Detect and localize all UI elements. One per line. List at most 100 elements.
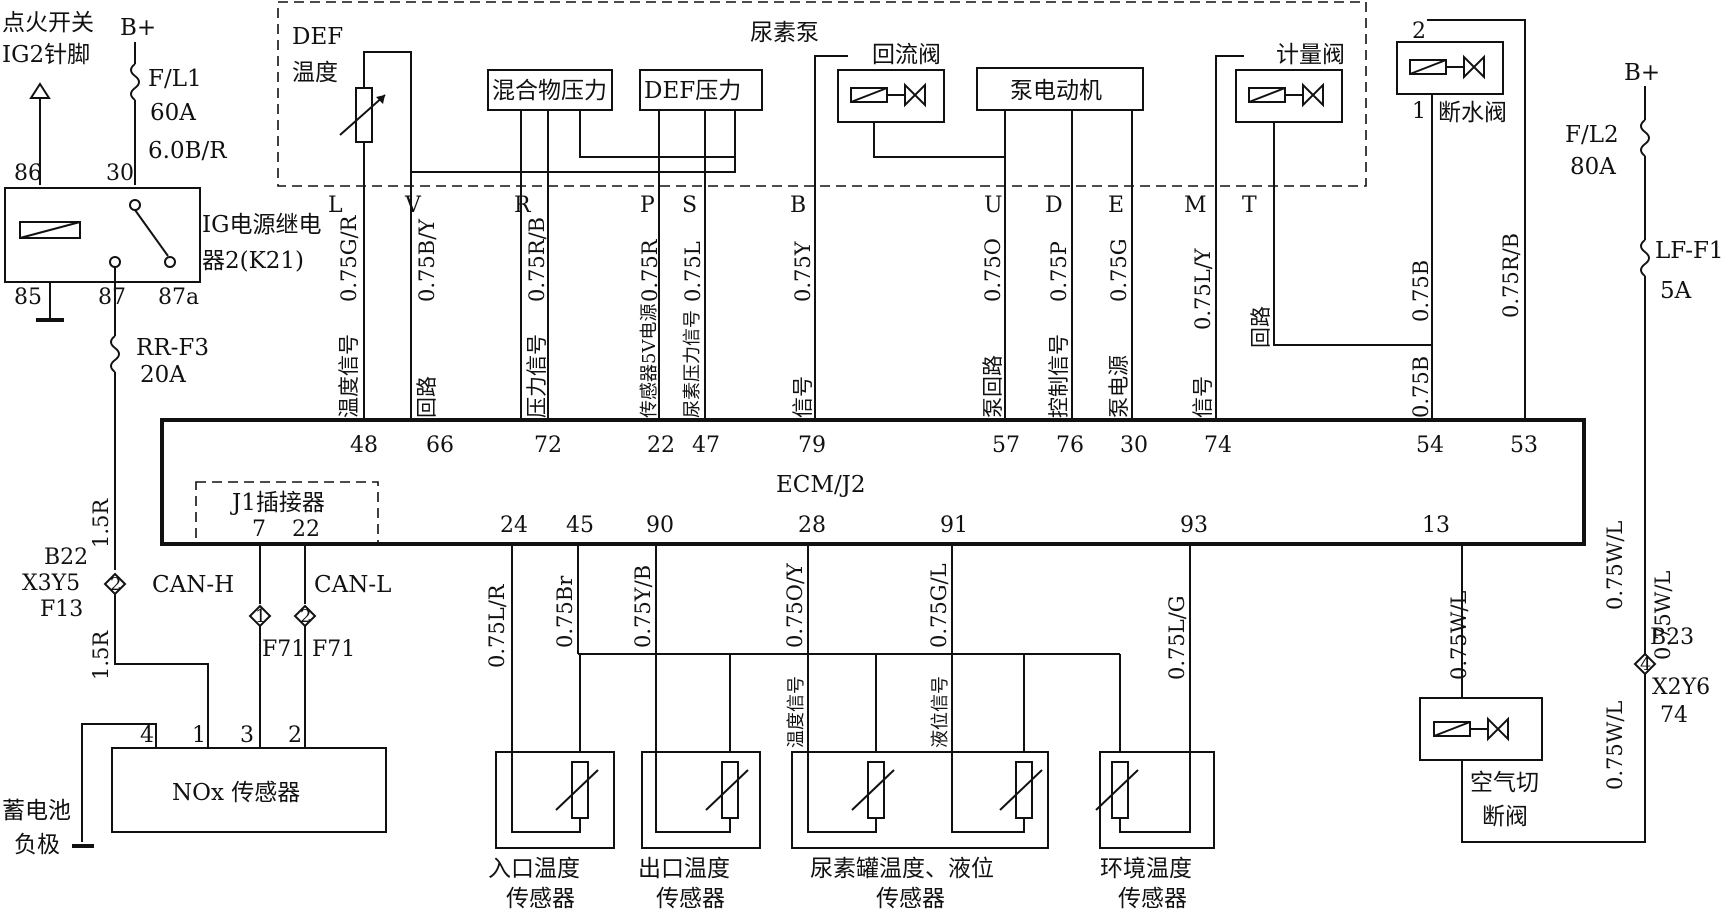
fuse-fl2-icon <box>1640 119 1650 157</box>
j1-pin-22: 22 <box>292 517 320 542</box>
svg-text:E: E <box>1108 193 1124 218</box>
svg-text:控制信号: 控制信号 <box>1047 334 1071 418</box>
j1-pin-7: 7 <box>252 517 266 542</box>
mix-pressure-box <box>487 69 613 111</box>
svg-text:48: 48 <box>350 433 378 458</box>
ambient-temp-label-2: 传感器 <box>1118 886 1187 911</box>
svg-text:54: 54 <box>1416 433 1444 458</box>
j1-connector-box <box>195 481 379 545</box>
svg-text:0.75L/Y: 0.75L/Y <box>1191 247 1215 330</box>
svg-text:45: 45 <box>566 513 594 538</box>
def-temp-label-2: 温度 <box>292 60 338 86</box>
svg-text:0.75W/L: 0.75W/L <box>1447 591 1471 680</box>
svg-text:72: 72 <box>534 433 562 458</box>
def-pressure-label: DEF压力 <box>644 78 741 104</box>
svg-text:66: 66 <box>426 433 454 458</box>
svg-text:0.75P: 0.75P <box>1047 241 1071 302</box>
can-l-f71: F71 <box>312 637 355 662</box>
ecm-label: ECM/J2 <box>776 472 866 498</box>
conn-b23-1: B23 <box>1650 625 1694 650</box>
svg-text:液位信号: 液位信号 <box>930 676 951 748</box>
outlet-temp-label-2: 传感器 <box>656 886 725 911</box>
svg-text:U: U <box>984 193 1003 218</box>
metering-valve-label: 计量阀 <box>1276 42 1345 68</box>
air-valve-label-2: 断阀 <box>1482 804 1528 830</box>
svg-text:R: R <box>514 193 532 218</box>
relay-name-2: 器2(K21) <box>202 248 304 274</box>
relay-pin-87: 87 <box>98 285 126 310</box>
svg-text:13: 13 <box>1422 513 1450 538</box>
fuse-rr-name: RR-F3 <box>136 335 209 361</box>
svg-text:57: 57 <box>992 433 1020 458</box>
outlet-temp-sensor-box <box>641 751 761 849</box>
fuse-fl2-name: F/L2 <box>1565 122 1619 148</box>
svg-text:3: 3 <box>240 723 254 748</box>
svg-text:0.75Y/B: 0.75Y/B <box>631 565 655 648</box>
battery-label-2: 负极 <box>14 832 60 858</box>
svg-text:4: 4 <box>1640 654 1651 675</box>
urea-pump-title: 尿素泵 <box>750 20 819 46</box>
svg-text:90: 90 <box>646 513 674 538</box>
urea-tank-label-1: 尿素罐温度、液位 <box>810 856 994 882</box>
fuse-fl1-rating: 60A <box>150 100 196 126</box>
relay-pin-30: 30 <box>106 161 134 186</box>
def-temp-arrow <box>339 94 386 136</box>
svg-text:74: 74 <box>1204 433 1232 458</box>
svg-text:压力信号: 压力信号 <box>525 334 549 418</box>
bplus-right: B+ <box>1624 60 1660 86</box>
top-wire-descriptions: 温度信号 回路 压力信号 传感器5V电源 尿素压力信号 信号 泵回路 控制信号 … <box>337 304 1273 418</box>
fuse-lf-icon <box>1640 239 1650 277</box>
conn-b22-2: X3Y5 <box>22 571 80 596</box>
svg-text:79: 79 <box>798 433 826 458</box>
svg-text:信号: 信号 <box>791 376 815 418</box>
shutoff-pin-2: 2 <box>1412 19 1426 44</box>
conn-b23-3: 74 <box>1660 703 1688 728</box>
can-h-f71: F71 <box>262 637 305 662</box>
relay-name-1: IG电源继电 <box>202 212 321 238</box>
svg-text:T: T <box>1242 193 1257 218</box>
conn-b22-1: B22 <box>44 545 88 570</box>
svg-text:1: 1 <box>255 606 266 627</box>
inlet-temp-label-1: 入口温度 <box>488 856 580 882</box>
def-pressure-box <box>639 69 763 111</box>
fuse-rr-rating: 20A <box>140 362 186 388</box>
svg-text:尿素压力信号: 尿素压力信号 <box>682 310 703 418</box>
svg-text:回路: 回路 <box>415 376 439 418</box>
bottom-wire-codes: 0.75L/R 0.75Br 0.75Y/B 0.75O/Y 0.75G/L 0… <box>485 562 1471 748</box>
svg-text:L: L <box>328 193 343 218</box>
top-wire-codes: 0.75G/R 0.75B/Y 0.75R/B 0.75R 0.75L 0.75… <box>337 214 1523 418</box>
air-valve-label-1: 空气切 <box>1470 770 1539 796</box>
bplus-left: B+ <box>120 15 156 41</box>
urea-pump-outline <box>277 1 1367 187</box>
top-wire-labels: L V R P S B U D E M T <box>328 193 1257 218</box>
j1-connector-label: J1插接器 <box>230 490 325 516</box>
svg-text:91: 91 <box>940 513 968 538</box>
shutoff-pin-1: 1 <box>1412 99 1426 124</box>
svg-text:0.75W/L: 0.75W/L <box>1603 521 1627 610</box>
svg-text:传感器5V电源: 传感器5V电源 <box>639 304 660 418</box>
svg-text:76: 76 <box>1056 433 1084 458</box>
svg-text:0.75R/B: 0.75R/B <box>525 217 549 302</box>
svg-text:温度信号: 温度信号 <box>337 334 361 418</box>
svg-text:回路: 回路 <box>1249 306 1273 348</box>
relay-pin-87a: 87a <box>158 285 199 310</box>
fuse-lf-name: LF-F1 <box>1655 238 1724 264</box>
ignition-arrow-icon <box>29 82 51 99</box>
svg-text:1: 1 <box>192 723 206 748</box>
svg-text:0.75O/Y: 0.75O/Y <box>783 562 807 648</box>
svg-text:0.75W/L: 0.75W/L <box>1603 701 1627 790</box>
nox-sensor-label: NOx 传感器 <box>172 780 300 806</box>
def-temp-label-1: DEF <box>292 24 343 50</box>
ecm-top-pins: 48 66 72 22 47 79 57 76 30 74 54 53 <box>350 433 1538 458</box>
ignition-label-2: IG2针脚 <box>2 42 90 68</box>
shutoff-valve-label: 断水阀 <box>1438 100 1507 126</box>
svg-text:泵回路: 泵回路 <box>981 355 1005 418</box>
svg-text:2: 2 <box>288 723 302 748</box>
svg-text:24: 24 <box>500 513 528 538</box>
nox-sensor-box <box>111 747 387 833</box>
relay-switch <box>134 209 169 257</box>
conn-b22-3: F13 <box>40 597 83 622</box>
svg-text:信号: 信号 <box>1191 376 1215 418</box>
conn-b23-icon <box>1633 652 1657 676</box>
